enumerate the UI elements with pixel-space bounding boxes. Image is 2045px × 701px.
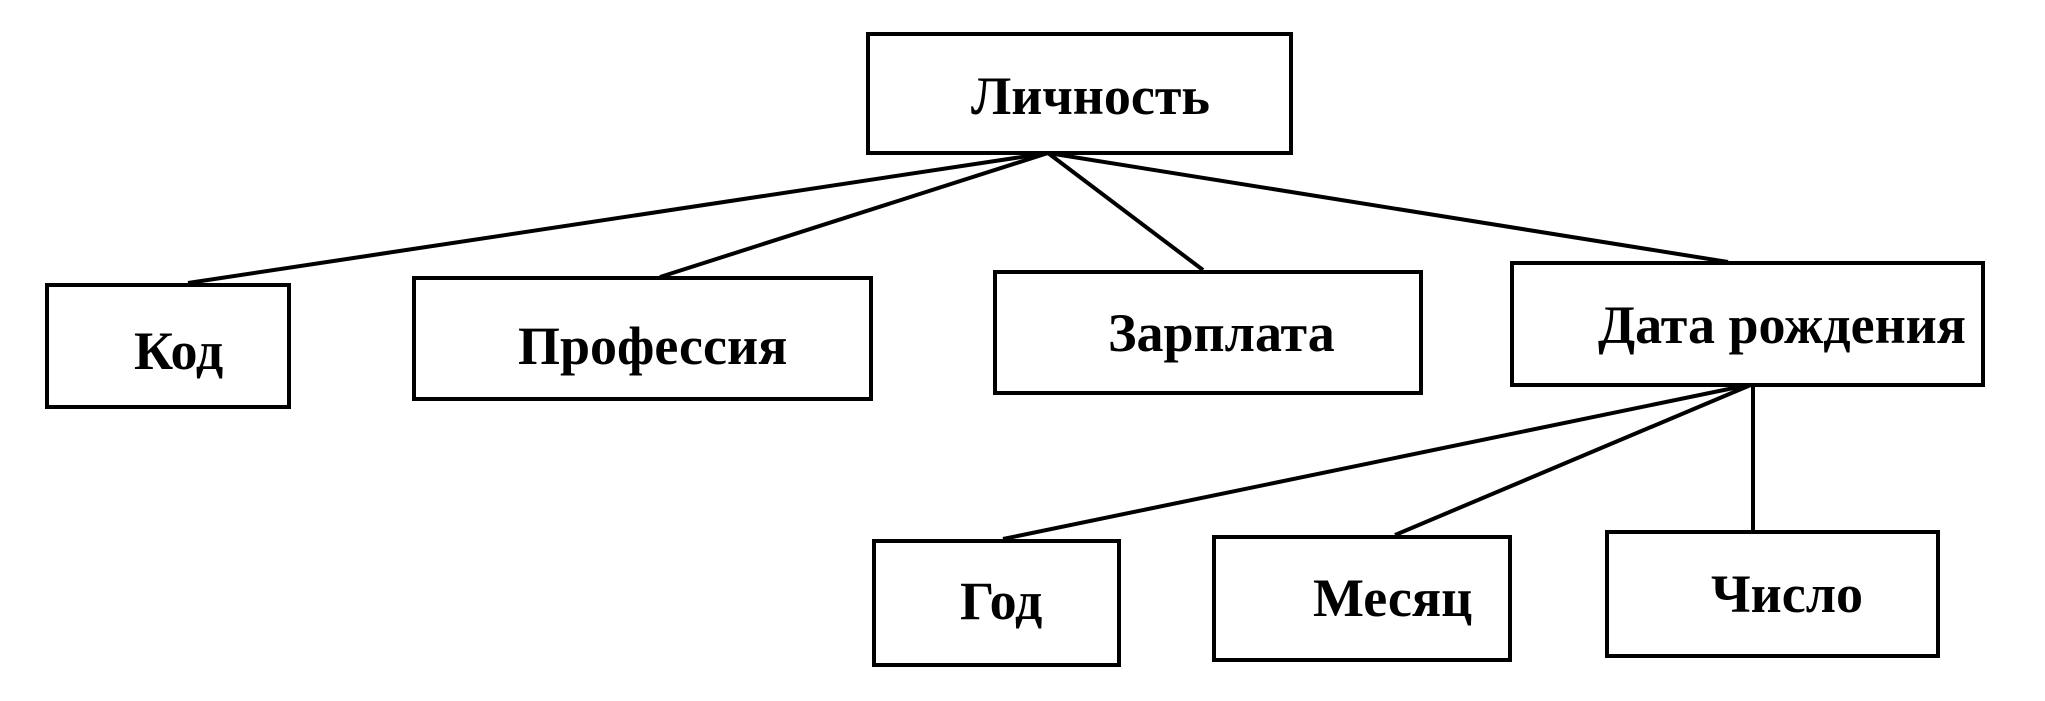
node-professiya: Профессия <box>412 276 873 401</box>
node-data-rozhdeniya-label: Дата рождения <box>1598 295 1967 355</box>
node-mesyats: Месяц <box>1212 535 1512 662</box>
node-lichnost-label: Личность <box>971 66 1210 126</box>
node-lichnost: Личность <box>866 32 1293 155</box>
node-professiya-label: Профессия <box>518 316 788 376</box>
node-kod: Код <box>45 283 291 409</box>
node-chislo: Число <box>1605 530 1940 658</box>
node-kod-label: Код <box>134 321 224 381</box>
connector-root-zarplata <box>1046 151 1205 272</box>
connector-root-professiya <box>659 151 1049 279</box>
connector-data-god <box>1002 382 1754 541</box>
node-chislo-label: Число <box>1711 564 1864 624</box>
node-god: Год <box>872 539 1121 667</box>
node-data-rozhdeniya: Дата рождения <box>1510 261 1985 387</box>
connector-root-kod <box>187 151 1049 285</box>
node-mesyats-label: Месяц <box>1313 568 1473 628</box>
node-zarplata-label: Зарплата <box>1108 303 1335 363</box>
connector-data-mesyats <box>1394 382 1754 537</box>
node-zarplata: Зарплата <box>993 270 1423 395</box>
node-god-label: Год <box>960 571 1043 631</box>
connector-root-data-rozhdeniya <box>1047 151 1729 264</box>
